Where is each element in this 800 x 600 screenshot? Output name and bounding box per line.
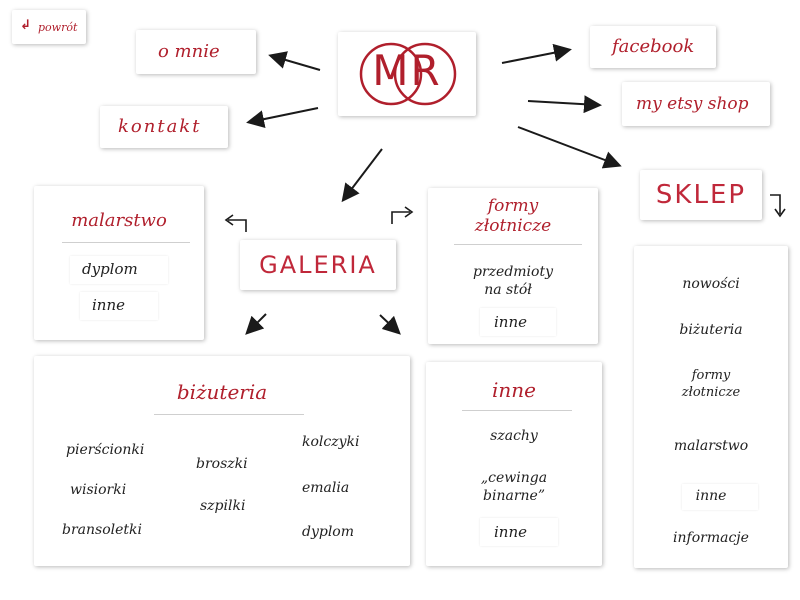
back-arrow-icon: ↲ [20,18,31,33]
sklep-item-informacje[interactable]: informacje [673,530,749,546]
logo[interactable]: MR [338,32,476,116]
formy-title-line1[interactable]: formy [487,196,539,216]
bizuteria-item-emalia[interactable]: emalia [302,480,350,496]
bizuteria-item-kolczyki[interactable]: kolczyki [302,434,360,450]
divider [62,242,190,243]
contact-label: kontakt [118,116,202,137]
sklep-item-formy-line2[interactable]: złotnicze [681,385,741,400]
facebook-label: facebook [612,36,695,57]
arrow-to-bizuteria [245,313,267,335]
sklep-item-malarstwo[interactable]: malarstwo [673,438,749,454]
malarstwo-title[interactable]: malarstwo [71,210,167,231]
arrow-to-malarstwo [228,219,247,232]
inne-item-inne[interactable]: inne [494,523,527,541]
inne-item-cewinga-line1[interactable]: „cewinga [480,470,548,486]
bizuteria-item-pierscionki[interactable]: pierścionki [66,442,145,458]
sklep-link[interactable]: SKLEP [640,170,762,220]
arrow-to-sklep [517,126,622,169]
chip [480,518,558,546]
contact-link[interactable]: kontakt [100,106,228,148]
arrow-to-facebook [501,43,572,64]
formy-item-line1[interactable]: przedmioty [473,264,553,280]
inne-box: inne szachy „cewinga binarne” inne [426,362,602,566]
etsy-label: my etsy shop [636,94,749,114]
formy-item-inne[interactable]: inne [494,313,527,331]
sklep-item-nowosci[interactable]: nowości [682,276,740,292]
etsy-link[interactable]: my etsy shop [622,82,770,126]
galeria-link[interactable]: GALERIA [240,240,396,290]
arrow-to-etsy [527,95,602,114]
malarstwo-item-inne[interactable]: inne [92,296,125,314]
arrow-to-about [268,51,321,71]
about-label: o mnie [158,41,220,62]
formy-title-line2[interactable]: złotnicze [474,216,552,236]
sklep-item-formy-line1[interactable]: formy [691,368,731,383]
chip [480,308,556,336]
bizuteria-item-bransoletki[interactable]: bransoletki [62,522,142,538]
bizuteria-item-wisiorki[interactable]: wisiorki [70,482,127,498]
divider [462,410,572,411]
formy-item-line2[interactable]: na stół [484,282,532,298]
chip [80,292,158,320]
bizuteria-title[interactable]: biżuteria [176,380,268,404]
arrow-sklep-down [770,194,781,214]
arrow-to-galeria [341,148,383,203]
sklep-title: SKLEP [655,180,747,210]
inne-item-cewinga-line2[interactable]: binarne” [483,488,545,504]
back-link[interactable]: ↲ powrót [12,10,86,44]
divider [454,244,582,245]
chip [70,256,168,284]
galeria-title: GALERIA [259,251,377,279]
chip [682,484,758,510]
arrow-to-contact [246,107,319,128]
arrow-to-inne [379,314,401,335]
arrow-to-formy [391,211,410,224]
sklep-box: nowości biżuteria formy złotnicze malars… [634,246,788,568]
bizuteria-item-broszki[interactable]: broszki [196,456,248,472]
bizuteria-box: biżuteria pierścionki wisiorki bransolet… [34,356,410,566]
bizuteria-item-dyplom[interactable]: dyplom [302,524,355,540]
bizuteria-item-szpilki[interactable]: szpilki [200,498,246,514]
sklep-item-bizuteria[interactable]: biżuteria [679,322,743,338]
inne-title[interactable]: inne [492,378,536,402]
logo-letters: MR [372,46,442,95]
malarstwo-item-dyplom[interactable]: dyplom [82,260,138,278]
inne-item-szachy[interactable]: szachy [490,428,538,444]
back-label: powrót [38,21,78,34]
malarstwo-box: malarstwo dyplom inne [34,186,204,340]
formy-box: formy złotnicze przedmioty na stół inne [428,188,598,344]
divider [154,414,304,415]
about-link[interactable]: o mnie [136,30,256,74]
sklep-item-inne[interactable]: inne [695,488,727,504]
logo-mark [359,42,457,106]
facebook-link[interactable]: facebook [590,26,716,68]
